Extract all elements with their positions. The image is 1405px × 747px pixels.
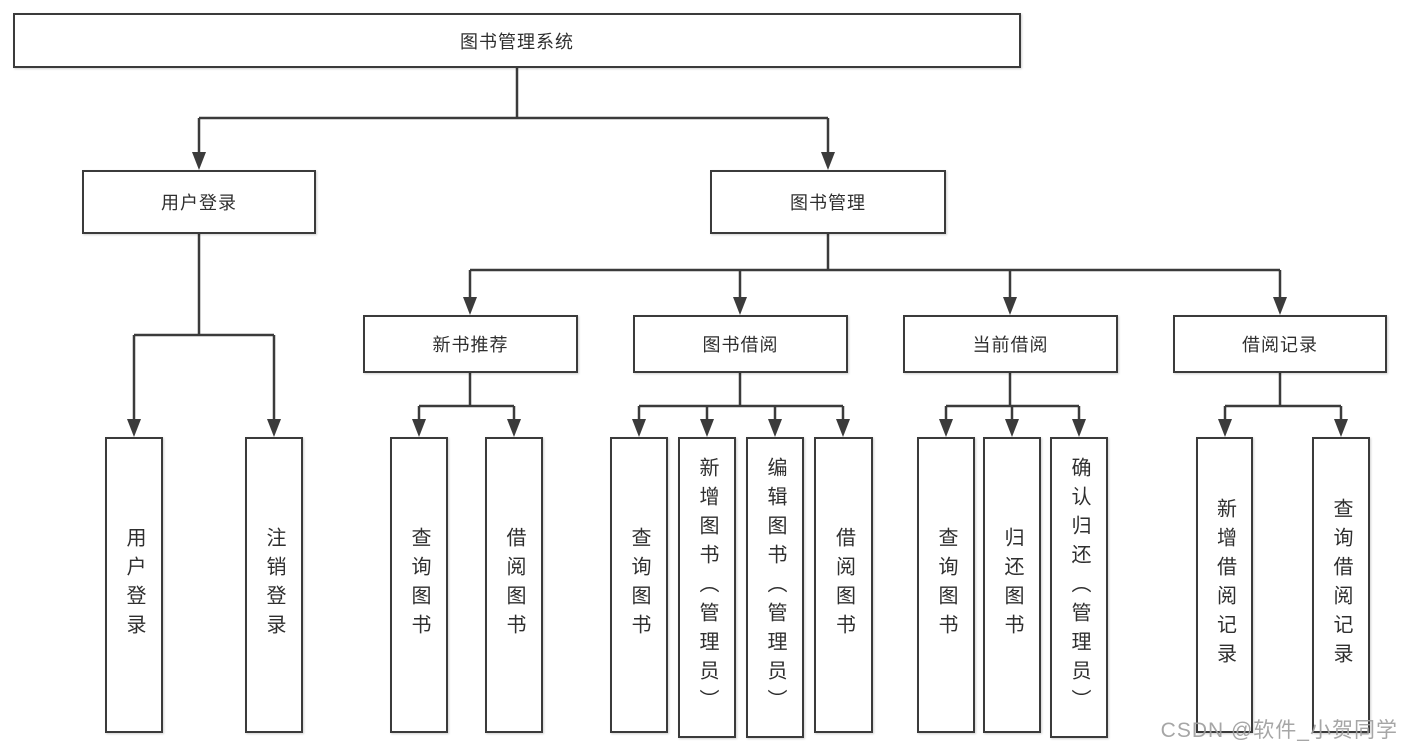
leaf-query-books-current: 查询图书: [917, 437, 975, 733]
arrow-down-icon: [127, 152, 1348, 437]
leaf-user-login: 用户登录: [105, 437, 163, 733]
leaf-borrow-books-recommend: 借阅图书: [485, 437, 543, 733]
node-new-book-recommendation: 新书推荐: [363, 315, 578, 373]
node-user-login: 用户登录: [82, 170, 316, 234]
leaf-query-books-borrowing: 查询图书: [610, 437, 668, 733]
node-borrowing-records: 借阅记录: [1173, 315, 1387, 373]
leaf-query-borrow-record: 查询借阅记录: [1312, 437, 1370, 733]
leaf-borrow-books-borrowing: 借阅图书: [814, 437, 873, 733]
node-system-root: 图书管理系统: [13, 13, 1021, 68]
node-book-borrowing: 图书借阅: [633, 315, 848, 373]
node-book-management: 图书管理: [710, 170, 946, 234]
leaf-edit-book-admin: 编辑图书（管理员）: [746, 437, 804, 738]
leaf-query-books-recommend: 查询图书: [390, 437, 448, 733]
leaf-add-borrow-record: 新增借阅记录: [1196, 437, 1253, 733]
leaf-return-books: 归还图书: [983, 437, 1041, 733]
leaf-logout: 注销登录: [245, 437, 303, 733]
leaf-confirm-return-admin: 确认归还（管理员）: [1050, 437, 1108, 738]
node-current-borrowing: 当前借阅: [903, 315, 1118, 373]
watermark-text: CSDN @软件_小贺同学: [1160, 719, 1398, 742]
leaf-add-book-admin: 新增图书（管理员）: [678, 437, 736, 738]
